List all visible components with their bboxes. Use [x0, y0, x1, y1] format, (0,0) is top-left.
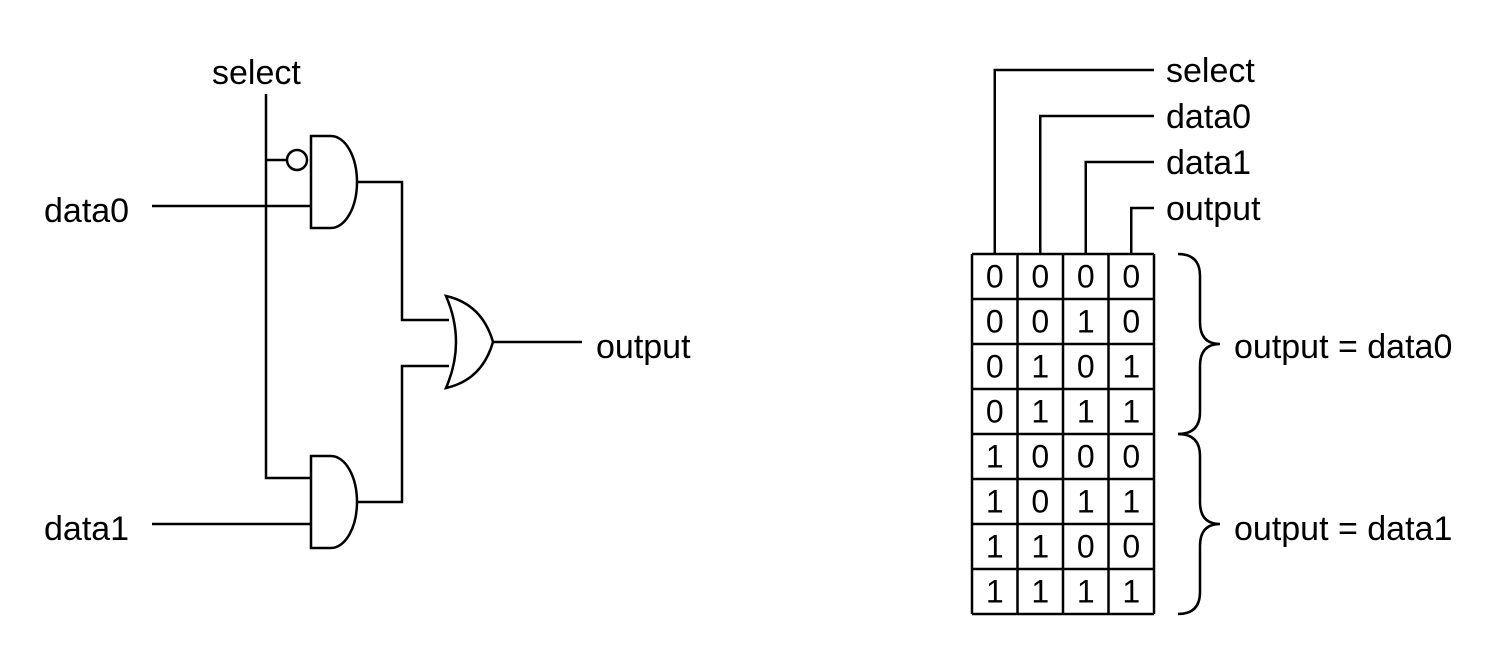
table-cell: 1: [1031, 529, 1049, 565]
table-cell: 1: [986, 439, 1004, 475]
table-cell: 0: [1122, 439, 1140, 475]
and-bottom-to-or-wire: [357, 364, 449, 504]
table-cell: 0: [1031, 484, 1049, 520]
and-top-to-or-wire: [357, 180, 449, 322]
header-label: select: [1166, 52, 1255, 90]
select-wire: [264, 94, 311, 480]
table-cell: 0: [1031, 259, 1049, 295]
circuit: select data0 data1 output: [44, 54, 691, 550]
table-cell: 0: [1031, 439, 1049, 475]
data1-label: data1: [44, 510, 129, 548]
table-cell: 0: [986, 304, 1004, 340]
header-leads: [993, 68, 1154, 254]
header-lead-line: [1039, 114, 1154, 254]
header-labels: select data0 data1 output: [1166, 52, 1261, 228]
table-cell: 1: [986, 574, 1004, 610]
brace-bottom-label: output = data1: [1234, 510, 1452, 548]
table-cell: 0: [1031, 304, 1049, 340]
table-cell: 0: [986, 394, 1004, 430]
table-cell: 0: [1122, 529, 1140, 565]
and-gate-bottom: [309, 454, 359, 550]
table-cell: 0: [1077, 349, 1095, 385]
header-lead-line: [1084, 160, 1154, 254]
table-cell: 1: [1031, 349, 1049, 385]
table-cell: 1: [1031, 574, 1049, 610]
table-cell: 1: [1077, 574, 1095, 610]
table-cell: 0: [1122, 304, 1140, 340]
table-cell: 0: [1077, 259, 1095, 295]
brace-top-label: output = data0: [1234, 328, 1452, 366]
select-label: select: [212, 54, 301, 92]
header-lead-line: [993, 68, 1154, 254]
table-cell: 1: [1077, 304, 1095, 340]
data0-label: data0: [44, 192, 129, 230]
table-cell: 1: [1077, 484, 1095, 520]
table-cell: 0: [1122, 259, 1140, 295]
header-label: data1: [1166, 144, 1251, 182]
table-cell: 1: [1077, 394, 1095, 430]
brace-bottom: [1177, 432, 1221, 616]
brace-top: [1177, 252, 1221, 436]
and-gate-top: [309, 134, 359, 230]
inverter-bubble: [285, 148, 309, 172]
output-label: output: [596, 328, 691, 366]
table-cell: 0: [986, 259, 1004, 295]
table-cell: 1: [1031, 394, 1049, 430]
table-cell: 1: [1122, 484, 1140, 520]
table-cell: 0: [986, 349, 1004, 385]
table-cell: 1: [1122, 349, 1140, 385]
table-cell: 0: [1077, 529, 1095, 565]
table-cell: 1: [986, 529, 1004, 565]
header-label: data0: [1166, 98, 1251, 136]
table-cell: 1: [1122, 574, 1140, 610]
table-cell: 1: [986, 484, 1004, 520]
table-cell: 1: [1122, 394, 1140, 430]
table-cell: 0: [1077, 439, 1095, 475]
header-lead-line: [1130, 206, 1154, 254]
or-gate: [443, 294, 495, 390]
table-grid: [970, 252, 1156, 616]
header-label: output: [1166, 190, 1261, 228]
